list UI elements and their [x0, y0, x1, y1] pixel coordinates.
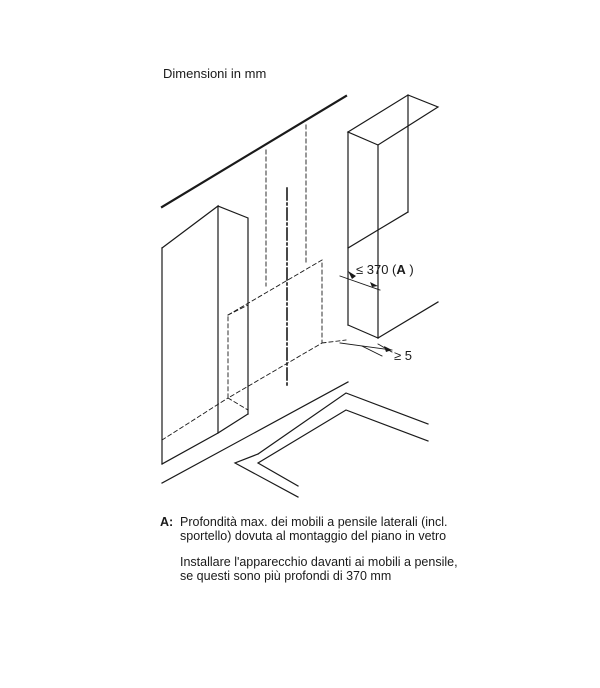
installation-diagram: ≤ 370 (A ) ≥ 5	[160, 94, 440, 498]
hood-outline	[161, 124, 347, 441]
legend-row: A: Profondità max. dei mobili a pensile …	[160, 515, 460, 596]
glass-hob	[233, 392, 429, 498]
wall-base-line	[161, 381, 349, 484]
legend-body: Profondità max. dei mobili a pensile lat…	[180, 515, 460, 596]
page-title: Dimensioni in mm	[163, 66, 267, 81]
legend: A: Profondità max. dei mobili a pensile …	[160, 515, 460, 596]
side-depth-label: ≤ 370 (A )	[356, 262, 414, 277]
ceiling-edge	[160, 94, 348, 209]
gap-label: ≥ 5	[394, 348, 412, 363]
arrowhead-left	[348, 271, 356, 279]
side-depth-dimension	[339, 275, 381, 291]
legend-instruction: Installare l'apparecchio davanti ai mobi…	[180, 555, 458, 583]
side-depth-close: )	[406, 262, 414, 277]
gap-dimension	[339, 342, 393, 357]
side-depth-symbol: ≤ 370 (	[356, 262, 397, 277]
legend-key: A:	[160, 515, 174, 529]
right-wall-cabinet	[346, 94, 440, 339]
left-wall-cabinet	[161, 204, 249, 465]
gap-arrowhead	[384, 346, 392, 352]
legend-description: Profondità max. dei mobili a pensile lat…	[180, 515, 448, 543]
side-depth-key: A	[396, 262, 406, 277]
arrowhead-right	[370, 282, 378, 287]
